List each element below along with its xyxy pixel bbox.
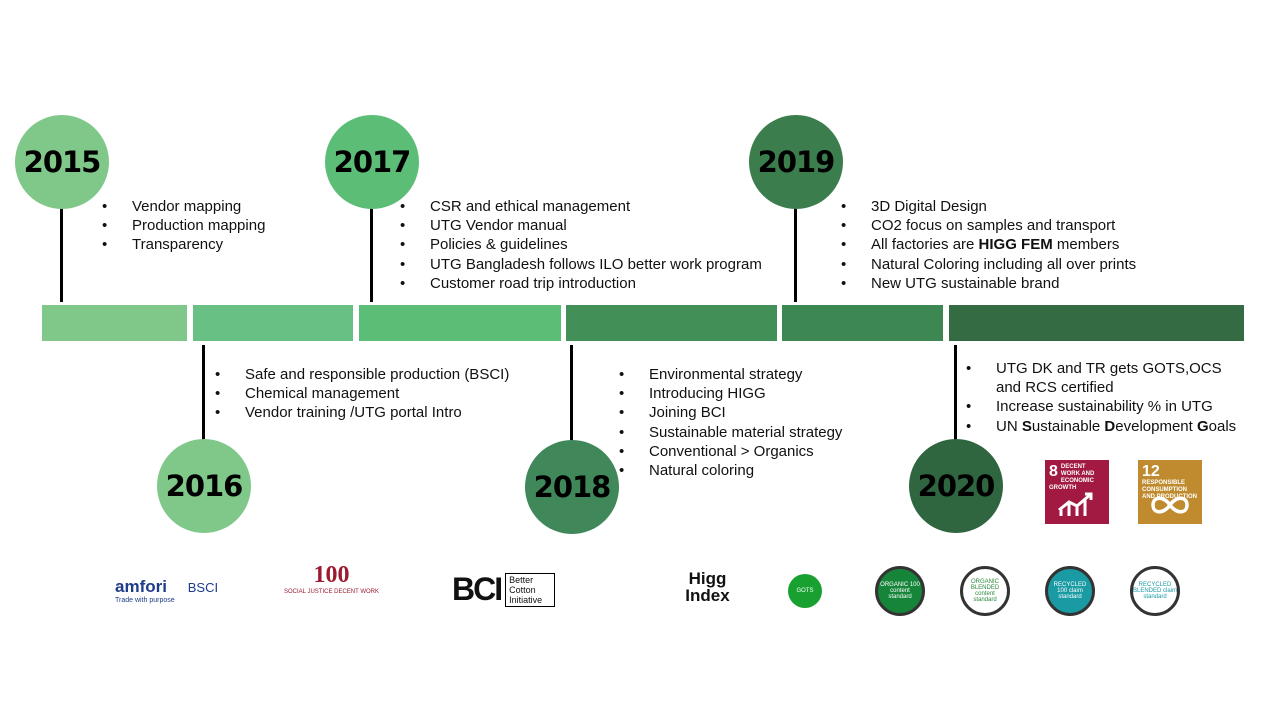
sdg-label: DECENT WORK AND ECONOMIC GROWTH: [1049, 464, 1095, 491]
sdg-label: RESPONSIBLE CONSUMPTION AND PRODUCTION: [1142, 480, 1197, 500]
list-item: Natural coloring: [619, 461, 842, 480]
ilo-100-logo: 100 SOCIAL JUSTICE DECENT WORK: [284, 562, 379, 595]
list-item-text: ustainable: [1031, 417, 1105, 435]
timeline-segment-5: [782, 305, 943, 341]
list-2017: CSR and ethical management UTG Vendor ma…: [400, 197, 762, 293]
list-item: All factories are HIGG FEM members: [841, 235, 1136, 254]
organic-100-logo: ORGANIC 100 content standard: [875, 566, 925, 616]
amfori-text: amfori: [115, 577, 167, 596]
list-item: Conventional > Organics: [619, 442, 842, 461]
ilo-100-text: 100: [313, 562, 350, 588]
list-item-text: oals: [1208, 417, 1237, 435]
timeline-segment-2: [193, 305, 353, 341]
list-item: Policies & guidelines: [400, 235, 762, 254]
recycled-blended-logo: RECYCLED BLENDED claim standard: [1130, 566, 1180, 616]
list-item: Vendor training /UTG portal Intro: [215, 403, 509, 422]
bci-logo: BCI Better Cotton Initiative: [452, 571, 556, 608]
timeline-segment-1: [42, 305, 187, 341]
year-circle-2020: 2020: [909, 439, 1003, 533]
gots-text: GOTS: [788, 574, 822, 608]
bci-text: BCI: [452, 571, 503, 607]
list-item: Introducing HIGG: [619, 384, 842, 403]
list-item: Increase sustainability % in UTG: [966, 397, 1246, 416]
list-item: UTG Vendor manual: [400, 216, 762, 235]
list-item: UN Sustainable Development Goals: [966, 417, 1246, 436]
list-item: Sustainable material strategy: [619, 423, 842, 442]
organic-blended-logo: ORGANIC BLENDED content standard: [960, 566, 1010, 616]
list-item: Chemical management: [215, 384, 509, 403]
list-item: Vendor mapping: [102, 197, 265, 216]
list-item: Joining BCI: [619, 403, 842, 422]
connector-2018: [570, 345, 573, 445]
sdg-number: 8: [1049, 463, 1058, 480]
higg-fem-bold: HIGG FEM: [978, 236, 1053, 254]
list-item: UTG Bangladesh follows ILO better work p…: [400, 255, 762, 274]
bold-letter: S: [1021, 417, 1032, 435]
year-circle-2015: 2015: [15, 115, 109, 209]
list-item: Environmental strategy: [619, 365, 842, 384]
timeline-segment-6: [949, 305, 1244, 341]
list-item-text: All factories are: [871, 236, 979, 254]
list-2019: 3D Digital Design CO2 focus on samples a…: [841, 197, 1136, 293]
amfori-tagline: Trade with purpose: [115, 597, 175, 604]
bold-letter: G: [1196, 417, 1209, 435]
list-2018: Environmental strategy Introducing HIGG …: [619, 365, 842, 480]
infinity-icon: [1151, 496, 1189, 514]
amfori-bsci-logo: amfori BSCI Trade with purpose: [115, 577, 218, 604]
connector-2020: [954, 345, 957, 445]
year-circle-2019: 2019: [749, 115, 843, 209]
connector-2019: [794, 200, 797, 302]
year-circle-2016: 2016: [157, 439, 251, 533]
year-circle-2017: 2017: [325, 115, 419, 209]
growth-chart-icon: [1058, 492, 1093, 516]
gots-logo: GOTS: [780, 566, 830, 616]
list-item: Customer road trip introduction: [400, 274, 762, 293]
list-item: Natural Coloring including all over prin…: [841, 255, 1136, 274]
bold-letter: D: [1104, 417, 1116, 435]
list-item: Safe and responsible production (BSCI): [215, 365, 509, 384]
bci-tagline: Better Cotton Initiative: [505, 572, 556, 607]
connector-2015: [60, 200, 63, 302]
list-2016: Safe and responsible production (BSCI) C…: [215, 365, 509, 423]
list-item: Production mapping: [102, 216, 265, 235]
recycled-100-logo: RECYCLED 100 claim standard: [1045, 566, 1095, 616]
list-2015: Vendor mapping Production mapping Transp…: [102, 197, 265, 255]
list-item: New UTG sustainable brand: [841, 274, 1136, 293]
list-item-text: members: [1052, 236, 1120, 254]
list-item: CSR and ethical management: [400, 197, 762, 216]
timeline-segment-4: [566, 305, 777, 341]
list-item: UTG DK and TR gets GOTS,OCS and RCS cert…: [966, 359, 1246, 397]
list-item-text: UN: [996, 417, 1022, 435]
connector-2017: [370, 200, 373, 302]
list-2020: UTG DK and TR gets GOTS,OCS and RCS cert…: [966, 359, 1246, 436]
higg-index-logo: Higg Index: [685, 569, 730, 605]
list-item: CO2 focus on samples and transport: [841, 216, 1136, 235]
connector-2016: [202, 345, 205, 445]
sdg-number: 12: [1142, 463, 1160, 480]
list-item: Transparency: [102, 235, 265, 254]
timeline-segment-3: [359, 305, 561, 341]
ilo-tagline: SOCIAL JUSTICE DECENT WORK: [284, 589, 380, 595]
bsci-text: BSCI: [187, 580, 219, 595]
year-circle-2018: 2018: [525, 440, 619, 534]
list-item-text: evelopment: [1115, 417, 1197, 435]
list-item: 3D Digital Design: [841, 197, 1136, 216]
